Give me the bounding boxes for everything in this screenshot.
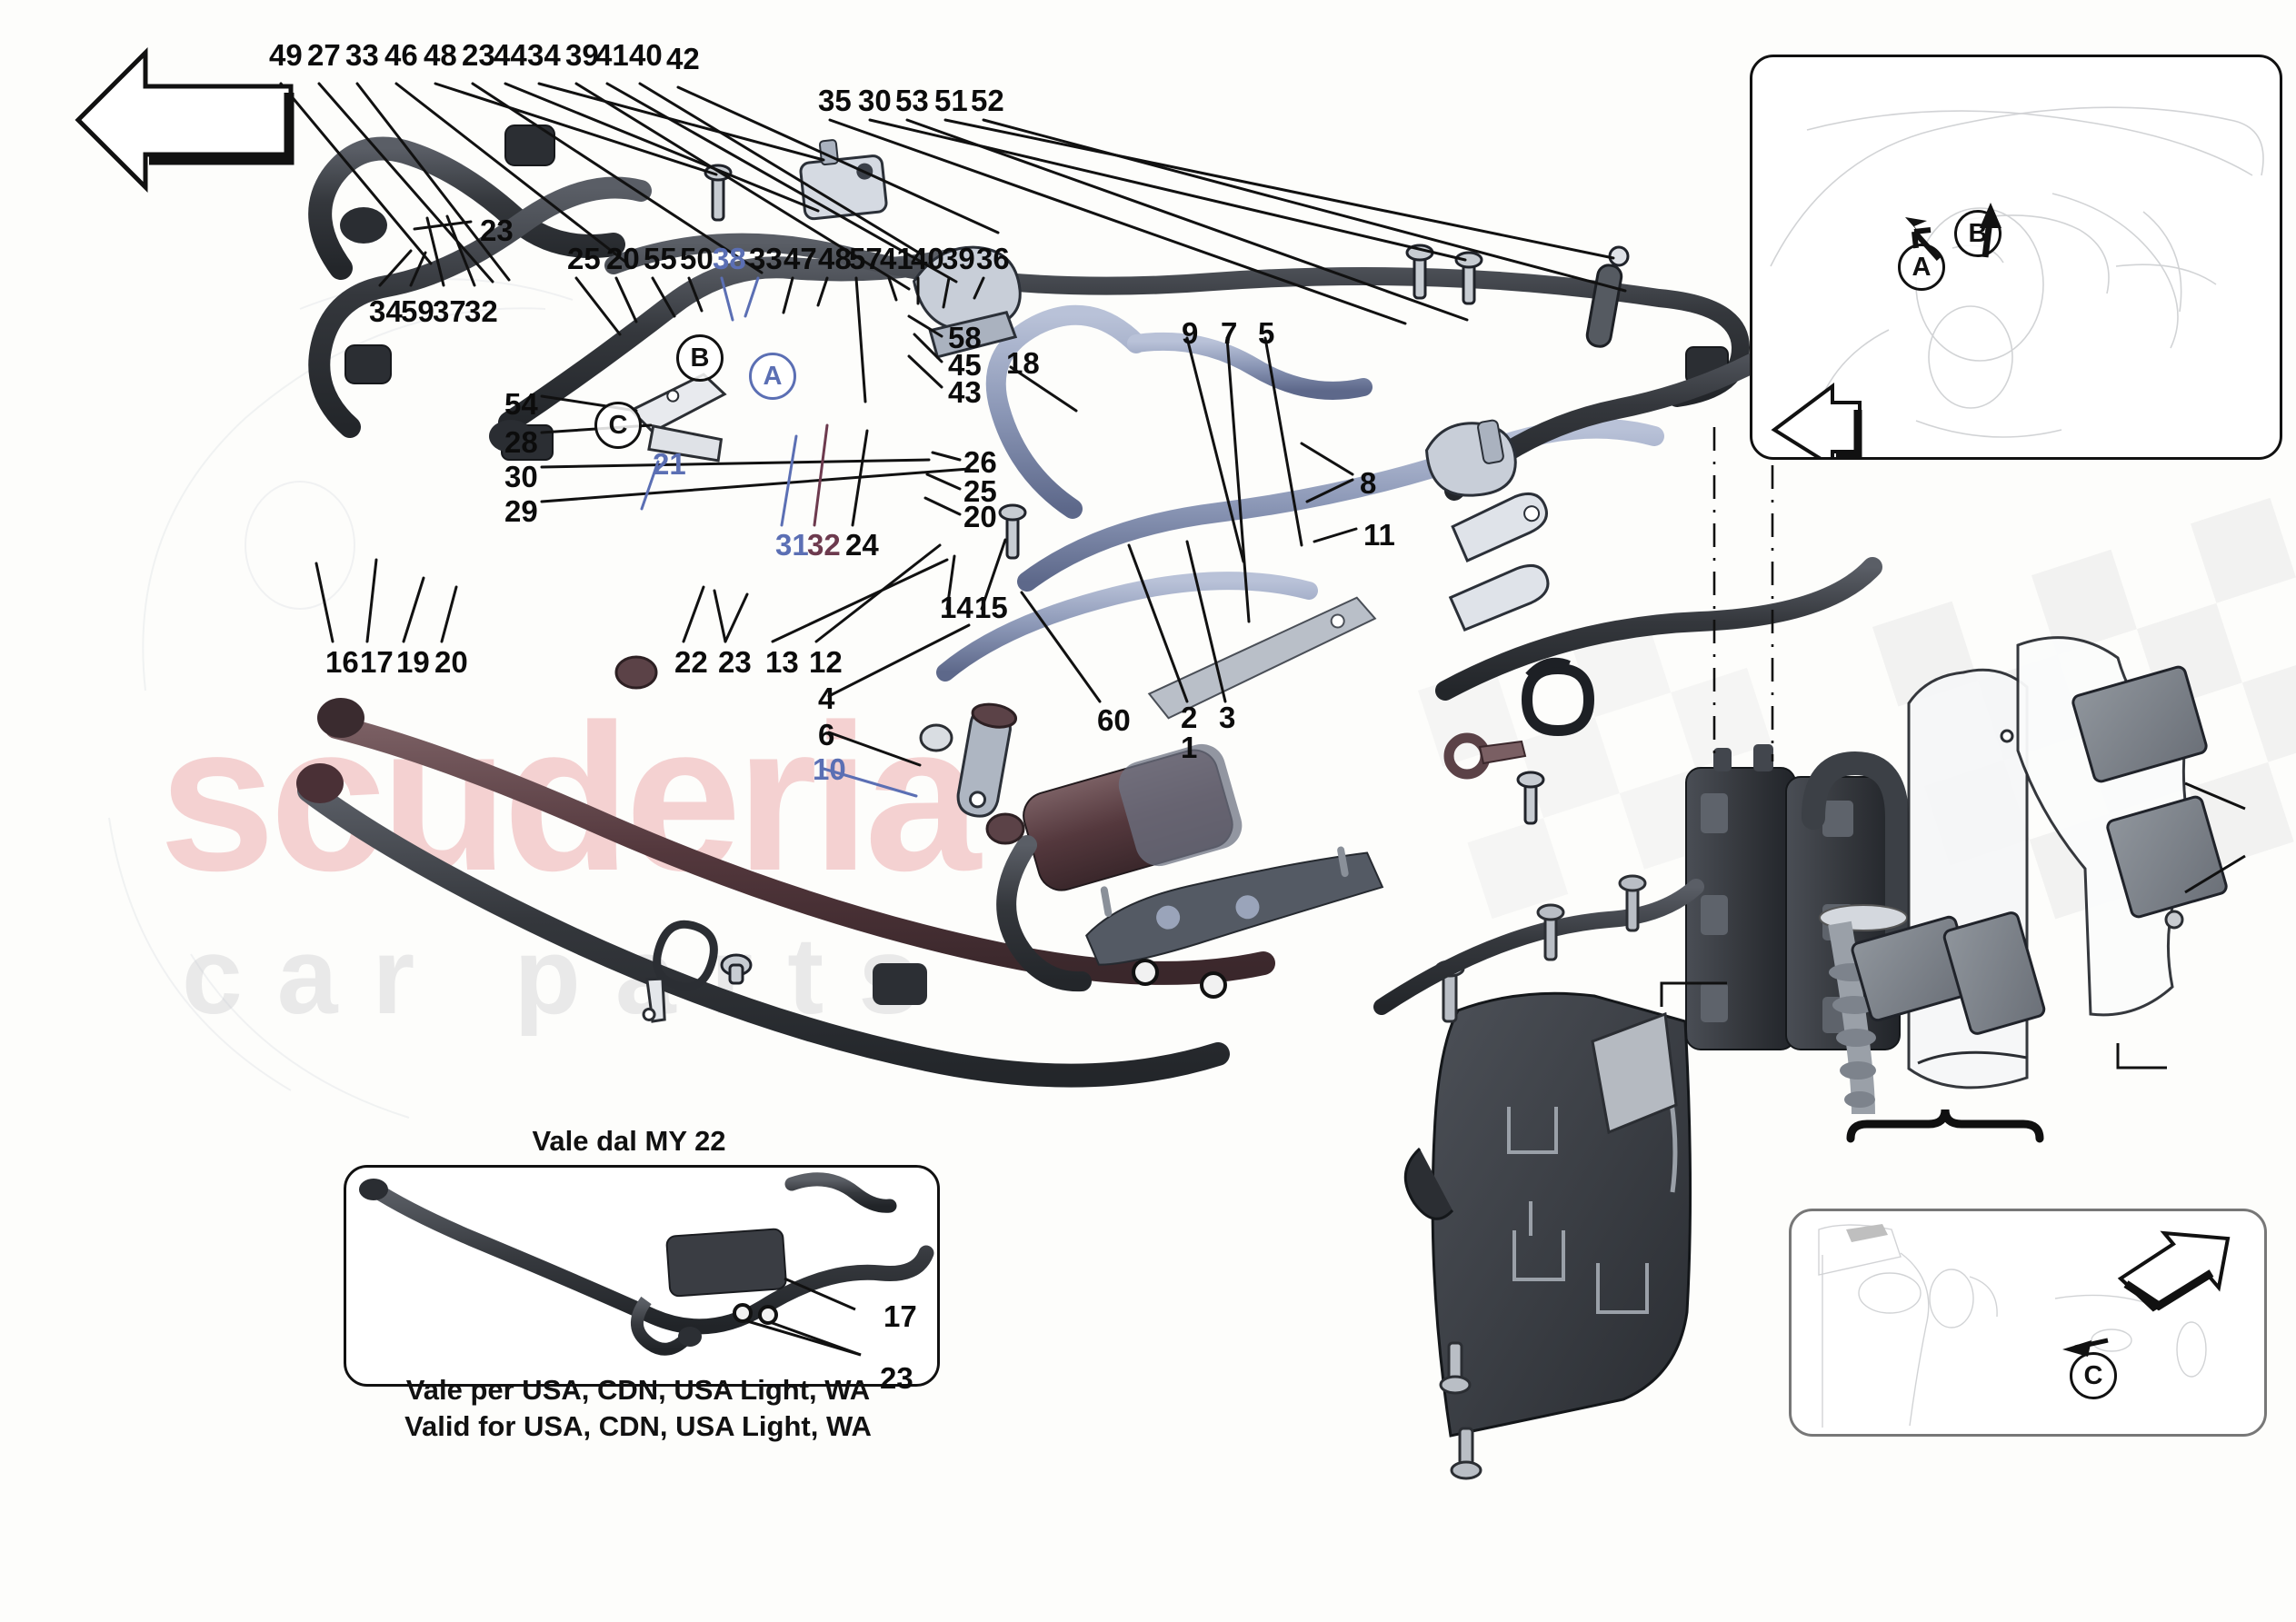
callout-43[interactable]: 43 bbox=[948, 375, 982, 409]
callout-30-left[interactable]: 30 bbox=[504, 460, 538, 493]
variant-footer-it: Vale per USA, CDN, USA Light, WA bbox=[405, 1374, 871, 1406]
callout-19[interactable]: 19 bbox=[396, 645, 430, 679]
callout-12[interactable]: 12 bbox=[809, 645, 843, 679]
callout-27[interactable]: 27 bbox=[307, 38, 341, 72]
callout-37[interactable]: 37 bbox=[433, 294, 466, 328]
callout-6[interactable]: 6 bbox=[818, 718, 835, 751]
callout-50[interactable]: 50 bbox=[680, 242, 714, 275]
callout-32-left[interactable]: 32 bbox=[464, 294, 498, 328]
callout-23-center[interactable]: 23 bbox=[718, 645, 752, 679]
callout-40-mid[interactable]: 40 bbox=[911, 242, 944, 275]
callout-30-top[interactable]: 30 bbox=[858, 84, 892, 117]
callout-48[interactable]: 48 bbox=[424, 38, 457, 72]
callout-20-bottom[interactable]: 20 bbox=[434, 645, 468, 679]
callout-39-top[interactable]: 39 bbox=[565, 38, 599, 72]
callout-58[interactable]: 58 bbox=[948, 321, 982, 354]
callout-34-top[interactable]: 34 bbox=[527, 38, 561, 72]
callout-2[interactable]: 2 bbox=[1181, 701, 1198, 734]
callout-20-mid[interactable]: 20 bbox=[606, 242, 640, 275]
callout-59[interactable]: 59 bbox=[401, 294, 434, 328]
marker-c-icon: C bbox=[594, 402, 642, 449]
callout-48-mid[interactable]: 48 bbox=[818, 242, 852, 275]
callout-35[interactable]: 35 bbox=[818, 84, 852, 117]
callout-46[interactable]: 46 bbox=[384, 38, 418, 72]
callout-25-mid[interactable]: 25 bbox=[567, 242, 601, 275]
marker-a-icon: A bbox=[749, 353, 796, 400]
callout-24[interactable]: 24 bbox=[845, 528, 879, 562]
inset-bottom-right-ghost-art bbox=[1818, 1224, 2207, 1428]
callout-11[interactable]: 11 bbox=[1363, 518, 1395, 552]
callout-26[interactable]: 26 bbox=[963, 445, 997, 479]
callout-3[interactable]: 3 bbox=[1219, 701, 1236, 734]
callout-36[interactable]: 36 bbox=[976, 242, 1010, 275]
variant-title-it: Vale dal MY 22 bbox=[532, 1125, 726, 1157]
callout-15[interactable]: 15 bbox=[974, 591, 1008, 624]
callout-21[interactable]: 21 bbox=[653, 447, 686, 481]
callout-1[interactable]: 1 bbox=[1181, 731, 1198, 764]
callout-51[interactable]: 51 bbox=[934, 84, 968, 117]
callout-28[interactable]: 28 bbox=[504, 425, 538, 459]
callout-60[interactable]: 60 bbox=[1097, 703, 1131, 737]
callout-22[interactable]: 22 bbox=[674, 645, 708, 679]
callout-20-right[interactable]: 20 bbox=[963, 500, 997, 533]
callout-41-mid[interactable]: 41 bbox=[880, 242, 913, 275]
callout-54[interactable]: 54 bbox=[504, 387, 538, 421]
callout-53[interactable]: 53 bbox=[895, 84, 929, 117]
callout-55[interactable]: 55 bbox=[644, 242, 677, 275]
watermark-car-parts: car parts bbox=[182, 915, 953, 1037]
callout-49[interactable]: 49 bbox=[269, 38, 303, 72]
watermark-scuderia: scuderia bbox=[159, 681, 981, 914]
callout-40-top[interactable]: 40 bbox=[629, 38, 663, 72]
callout-34-left[interactable]: 34 bbox=[369, 294, 403, 328]
callout-38[interactable]: 38 bbox=[713, 242, 746, 275]
callout-7[interactable]: 7 bbox=[1221, 316, 1238, 350]
callout-5[interactable]: 5 bbox=[1258, 316, 1275, 350]
callout-44[interactable]: 44 bbox=[494, 38, 527, 72]
inset-bottom-right-arrows bbox=[2062, 1230, 2231, 1357]
callout-16[interactable]: 16 bbox=[325, 645, 359, 679]
callout-8[interactable]: 8 bbox=[1360, 466, 1377, 500]
callout-9[interactable]: 9 bbox=[1182, 316, 1199, 350]
callout-23-top[interactable]: 23 bbox=[462, 38, 495, 72]
callout-42[interactable]: 42 bbox=[666, 42, 700, 75]
inset-top-right: A B bbox=[1750, 55, 2282, 460]
callout-31[interactable]: 31 bbox=[775, 528, 809, 562]
variant-box bbox=[344, 1165, 940, 1387]
callout-52[interactable]: 52 bbox=[971, 84, 1004, 117]
callout-18[interactable]: 18 bbox=[1006, 346, 1040, 380]
callout-41-top[interactable]: 41 bbox=[595, 38, 629, 72]
callout-10[interactable]: 10 bbox=[813, 752, 846, 786]
variant-box-art bbox=[359, 1172, 934, 1357]
callout-23-left[interactable]: 23 bbox=[480, 214, 514, 247]
callout-39-mid[interactable]: 39 bbox=[942, 242, 975, 275]
callout-57[interactable]: 57 bbox=[849, 242, 883, 275]
callout-17[interactable]: 17 bbox=[360, 645, 394, 679]
callout-4[interactable]: 4 bbox=[818, 682, 835, 715]
callout-45[interactable]: 45 bbox=[948, 348, 982, 382]
inset-bottom-right: C bbox=[1789, 1209, 2267, 1437]
inset-marker-a-icon: A bbox=[1898, 244, 1945, 291]
variant-footer-en: Valid for USA, CDN, USA Light, WA bbox=[404, 1410, 872, 1442]
callout-14[interactable]: 14 bbox=[940, 591, 973, 624]
variant-callout-17[interactable]: 17 bbox=[883, 1299, 917, 1333]
callout-29[interactable]: 29 bbox=[504, 494, 538, 528]
inset-marker-c-icon: C bbox=[2070, 1352, 2117, 1399]
callout-32-center[interactable]: 32 bbox=[807, 528, 841, 562]
inset-top-right-arrows bbox=[1771, 203, 2002, 457]
callout-47[interactable]: 47 bbox=[784, 242, 817, 275]
variant-callout-23[interactable]: 23 bbox=[880, 1361, 913, 1395]
callout-25-right[interactable]: 25 bbox=[963, 474, 997, 508]
callout-13[interactable]: 13 bbox=[765, 645, 799, 679]
callout-33-mid[interactable]: 33 bbox=[749, 242, 783, 275]
callout-33[interactable]: 33 bbox=[345, 38, 379, 72]
marker-b-icon: B bbox=[676, 334, 724, 382]
